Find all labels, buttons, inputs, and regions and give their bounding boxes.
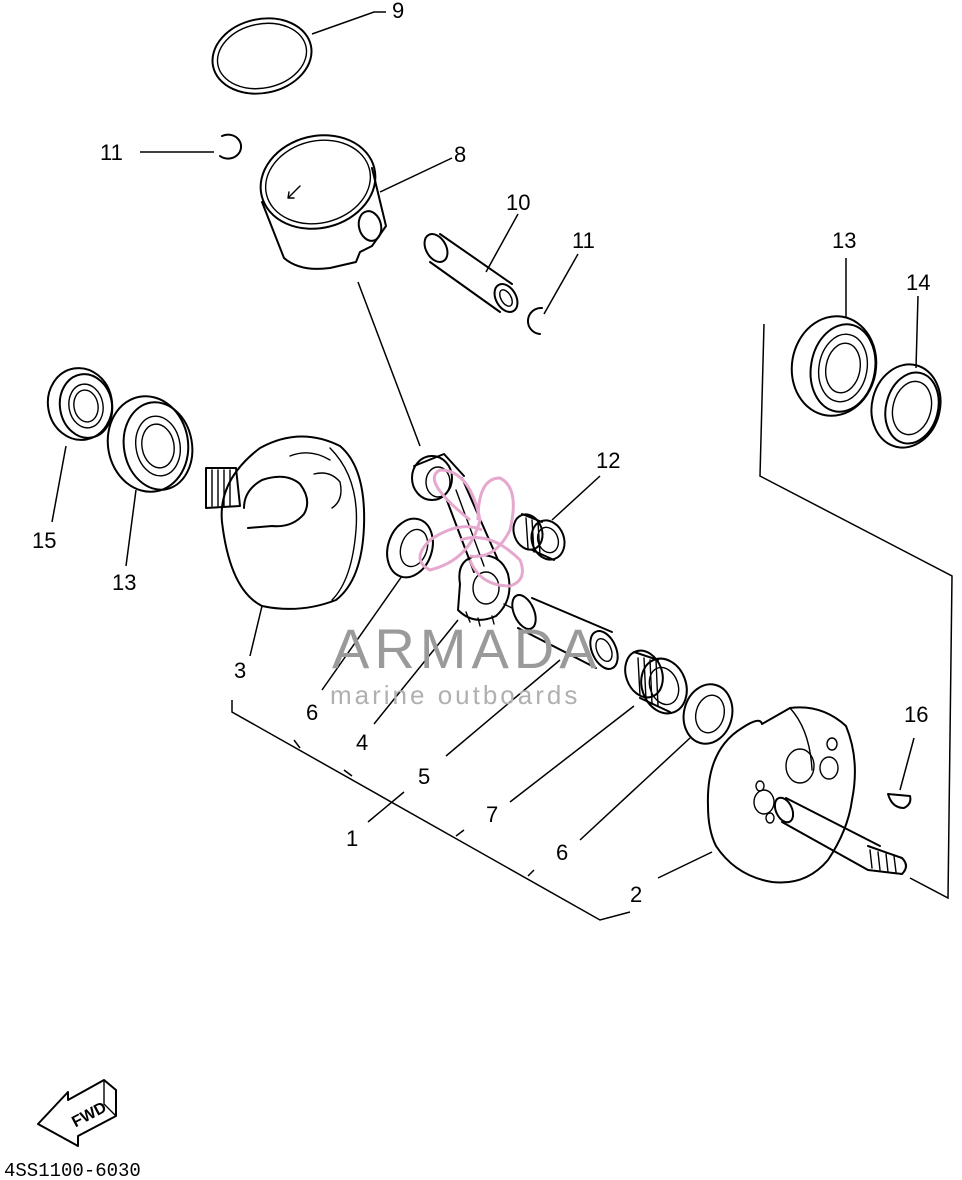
callout-11: 11 <box>572 228 595 253</box>
oil-seal-left <box>46 367 114 441</box>
circlip-upper <box>219 133 243 160</box>
callout-8: 8 <box>454 142 466 167</box>
fwd-label: FWD <box>69 1099 109 1131</box>
callout-4: 4 <box>356 730 368 755</box>
leader-lines <box>51 11 953 921</box>
callout-13: 13 <box>112 570 136 595</box>
watermark-logo-icon <box>418 468 524 588</box>
needle-bearing-big <box>624 649 688 715</box>
callout-6: 6 <box>306 700 318 725</box>
callout-labels: 9 11 8 10 11 13 14 12 15 13 3 6 4 5 1 7 … <box>32 0 930 907</box>
watermark: ARMADA marine outboards <box>330 468 602 710</box>
crank-half-left <box>205 435 366 610</box>
callout-12: 12 <box>596 448 620 473</box>
callout-9: 9 <box>392 0 404 23</box>
crank-pin <box>511 594 619 670</box>
connecting-rod <box>411 453 513 627</box>
callout-3: 3 <box>234 658 246 683</box>
crank-half-right <box>706 706 907 884</box>
callout-5: 5 <box>418 764 430 789</box>
needle-bearing-small <box>512 513 566 561</box>
callout-2: 2 <box>630 882 642 907</box>
watermark-brand: ARMADA <box>332 617 602 680</box>
callout-6: 6 <box>556 840 568 865</box>
circlip-right <box>527 306 543 335</box>
bearing-left <box>106 395 194 493</box>
watermark-tagline: marine outboards <box>330 680 580 710</box>
piston-pin <box>423 233 519 313</box>
piston <box>259 134 387 270</box>
thrust-washer-right <box>682 683 734 745</box>
part-code: 4SS1100-6030 <box>4 1160 141 1180</box>
thrust-washer-left <box>386 517 434 579</box>
callout-16: 16 <box>904 702 928 727</box>
callout-11: 11 <box>100 140 123 165</box>
callout-13: 13 <box>832 228 856 253</box>
callout-10: 10 <box>506 190 530 215</box>
woodruff-key <box>887 793 912 809</box>
callout-14: 14 <box>906 270 930 295</box>
callout-15: 15 <box>32 528 56 553</box>
bearing-right <box>790 315 878 417</box>
callout-1: 1 <box>346 826 358 851</box>
callout-7: 7 <box>486 802 498 827</box>
fwd-arrow-icon <box>37 1079 117 1147</box>
piston-ring <box>211 17 313 95</box>
